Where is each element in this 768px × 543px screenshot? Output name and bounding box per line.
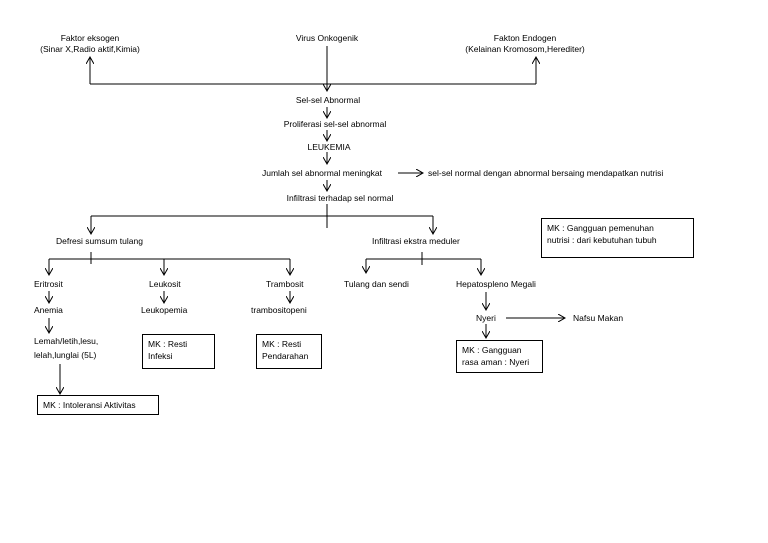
infection-line-2: Infeksi <box>148 351 173 361</box>
pain-node: Nyeri <box>476 313 496 323</box>
comfort-diagnosis-box: MK : Gangguan rasa aman : Nyeri <box>456 340 543 373</box>
endogenous-factor: Fakton Endogen (Kelainan Kromosom,Heredi… <box>465 33 585 55</box>
exogenous-title: Faktor eksogen <box>60 33 120 43</box>
fatigue-node: Lemah/letih,lesu, lelah,lunglai (5L) <box>34 336 98 361</box>
infection-risk-box: MK : Resti Infeksi <box>142 334 215 369</box>
anemia-node: Anemia <box>34 305 63 315</box>
exogenous-factor: Faktor eksogen (Sinar X,Radio aktif,Kimi… <box>40 33 140 55</box>
bone-marrow-node: Defresi sumsum tulang <box>56 236 143 246</box>
fatigue-line-2: lelah,lunglai (5L) <box>34 350 97 360</box>
leukocyte-node: Leukosit <box>149 279 181 289</box>
endogenous-title: Fakton Endogen <box>493 33 557 43</box>
activity-line-1: MK : Intoleransi Aktivitas <box>43 400 136 410</box>
nutrition-line-1: MK : Gangguan pemenuhan <box>547 223 654 233</box>
extramedullary-node: Infiltrasi ekstra meduler <box>372 236 460 246</box>
bleeding-line-2: Pendarahan <box>262 351 309 361</box>
fatigue-line-1: Lemah/letih,lesu, <box>34 336 99 346</box>
infection-line-1: MK : Resti <box>148 339 188 349</box>
endogenous-detail: (Kelainan Kromosom,Herediter) <box>465 44 585 54</box>
bleeding-risk-box: MK : Resti Pendarahan <box>256 334 322 369</box>
activity-intolerance-box: MK : Intoleransi Aktivitas <box>37 395 159 415</box>
hepatosplenomegaly-node: Hepatospleno Megali <box>456 279 536 289</box>
thrombocytopenia-node: trambositopeni <box>251 305 307 315</box>
competition-node: sel-sel normal dengan abnormal bersaing … <box>428 168 664 178</box>
leukemia-node: LEUKEMIA <box>307 142 351 152</box>
nutrition-diagnosis-box: MK : Gangguan pemenuhan nutrisi : dari k… <box>541 218 694 258</box>
nutrition-line-2: nutrisi : dari kebutuhan tubuh <box>547 235 657 245</box>
exogenous-detail: (Sinar X,Radio aktif,Kimia) <box>40 44 140 54</box>
bleeding-line-1: MK : Resti <box>262 339 302 349</box>
infiltration-node: Infiltrasi terhadap sel normal <box>286 193 394 203</box>
proliferation-node: Proliferasi sel-sel abnormal <box>283 119 387 129</box>
comfort-line-2: rasa aman : Nyeri <box>462 357 530 367</box>
abnormal-increase-node: Jumlah sel abnormal meningkat <box>262 168 383 178</box>
comfort-line-1: MK : Gangguan <box>462 345 522 355</box>
thrombocyte-node: Trambosit <box>266 279 304 289</box>
appetite-node: Nafsu Makan <box>573 313 624 323</box>
erythrocyte-node: Eritrosit <box>34 279 63 289</box>
virus-node: Virus Onkogenik <box>295 33 359 43</box>
leukopenia-node: Leukopemia <box>141 305 188 315</box>
abnormal-cells-node: Sel-sel Abnormal <box>295 95 361 105</box>
bone-joint-node: Tulang dan sendi <box>344 279 409 289</box>
